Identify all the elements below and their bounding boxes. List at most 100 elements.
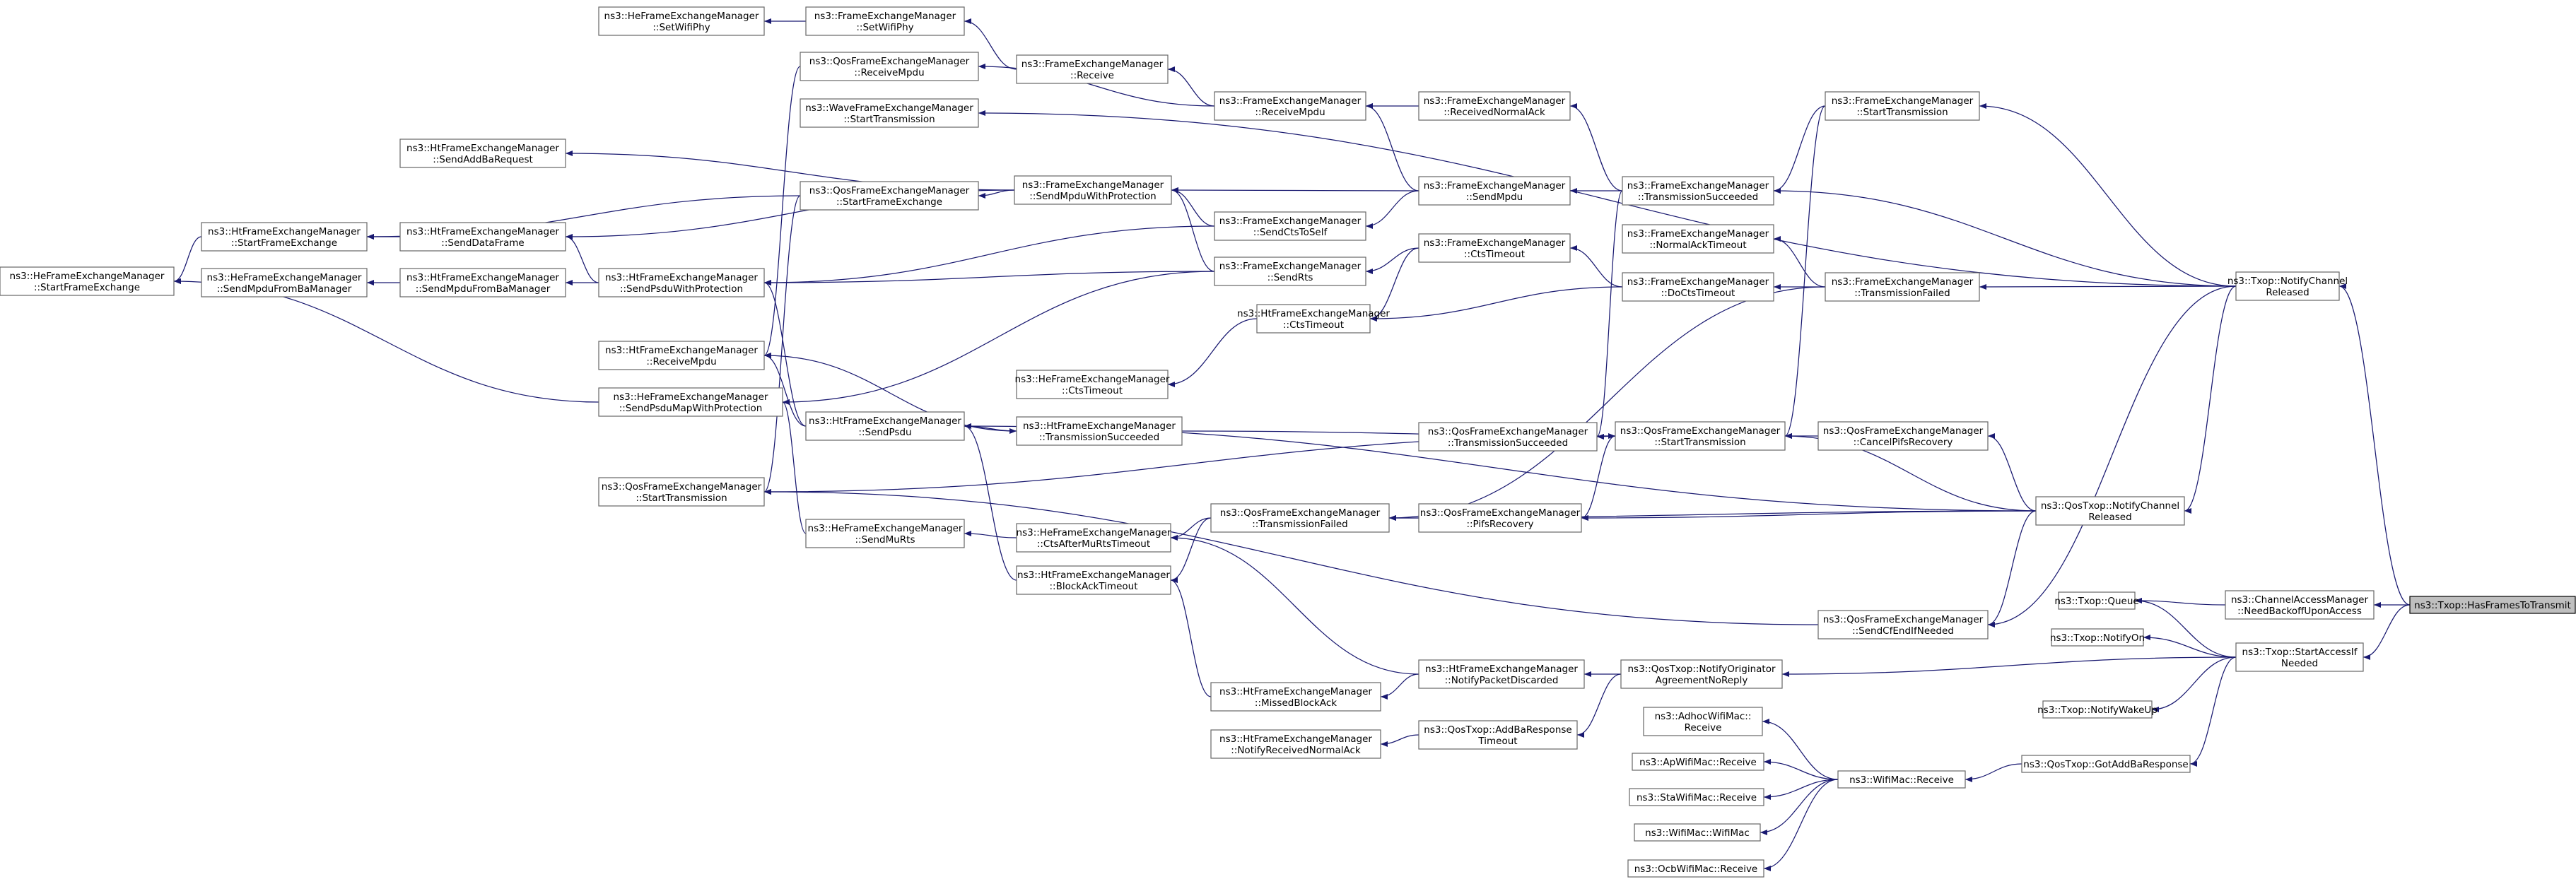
node-ht-sendaddbarequest[interactable]: ns3::HtFrameExchangeManager::SendAddBaRe… [399,139,566,168]
node-ht-notifypacketdiscarded[interactable]: ns3::HtFrameExchangeManager::NotifyPacke… [1418,659,1585,689]
edge-txop_notifychannelreleased-to-qos_sendcfendifneeded [1987,285,2237,627]
node-ht-sendpsdu[interactable]: ns3::HtFrameExchangeManager::SendPsdu [805,411,965,441]
node-qos-receivempdu[interactable]: ns3::QosFrameExchangeManager::ReceiveMpd… [800,52,979,81]
node-qos-starttx[interactable]: ns3::QosFrameExchangeManager::StartTrans… [1615,421,1786,451]
node-ocb-receive[interactable]: ns3::OcbWifiMac::Receive [1627,859,1764,878]
node-ht-startfe[interactable]: ns3::HtFrameExchangeManager::StartFrameE… [201,222,368,252]
node-txop-notifywakeup[interactable]: ns3::Txop::NotifyWakeUp [2037,700,2158,719]
node-qos-startfe[interactable]: ns3::QosFrameExchangeManager::StartFrame… [800,181,979,211]
edge-fem_sendmpdu-to-fem_sendctstoself [1365,190,1419,229]
edge-fem_sendrts-to-ht_sendpsduwithprot [763,271,1215,285]
node-label-line: ::TransmissionSucceeded [1039,432,1159,443]
node-ht-ctsaftermurtstimeout[interactable]: ns3::HeFrameExchangeManager::CtsAfterMuR… [1016,523,1171,553]
node-ht-senddataframe[interactable]: ns3::HtFrameExchangeManager::SendDataFra… [399,222,566,252]
node-wifimac-receive[interactable]: ns3::WifiMac::Receive [1837,770,1966,789]
node-he-setwifiphy[interactable]: ns3::HeFrameExchangeManager::SetWifiPhy [598,6,765,36]
node-qos-txsucceeded[interactable]: ns3::QosFrameExchangeManager::Transmissi… [1418,422,1598,452]
node-he-sendmpdufromba[interactable]: ns3::HeFrameExchangeManager::SendMpduFro… [201,268,368,297]
edge-txop_startaccessifneeded-to-txop_notifywakeup [2151,656,2237,712]
node-box [1620,659,1783,689]
node-fem-receivempdu[interactable]: ns3::FrameExchangeManager::ReceiveMpdu [1214,91,1366,121]
edge-txop_notifychannelreleased-to-wave_starttx [978,110,2237,287]
node-label-line: ns3::Txop::HasFramesToTransmit [2414,600,2571,611]
edge-ht_notifypacketdiscarded-to-ht_missedblockack [1380,673,1419,700]
node-box [1210,729,1381,759]
node-txop-notifyon[interactable]: ns3::Txop::NotifyOn [2050,628,2145,647]
edge-he_sendpsdumapwithprot-to-he_startfe [173,278,599,403]
edge-ht_notifypacketdiscarded-to-ht_ctsaftermurtstimeout [1170,535,1419,675]
node-label-line: ns3::StaWifiMac::Receive [1637,792,1757,803]
node-label-line: ns3::HtFrameExchangeManager [1219,733,1372,745]
node-qostxop-notifyoriginator[interactable]: ns3::QosTxop::NotifyOriginatorAgreementN… [1620,659,1783,689]
node-box [2225,590,2375,620]
node-he-startfe[interactable]: ns3::HeFrameExchangeManager::StartFrameE… [0,266,175,296]
node-qos-pifsrecovery[interactable]: ns3::QosFrameExchangeManager::PifsRecove… [1418,503,1582,533]
node-box [805,519,965,548]
node-label-line: ::SendMpdu [1466,191,1523,203]
node-qos-starttx-left[interactable]: ns3::QosFrameExchangeManager::StartTrans… [598,477,765,507]
node-qostxop-gotaddbaresponse[interactable]: ns3::QosTxop::GotAddBaResponse [2021,755,2191,773]
node-label-line: ::StartFrameExchange [836,196,942,208]
node-fem-receivednormalack[interactable]: ns3::FrameExchangeManager::ReceivedNorma… [1418,91,1571,121]
node-fem-sendmpduwithprot[interactable]: ns3::FrameExchangeManager::SendMpduWithP… [1014,175,1172,205]
node-ap-receive[interactable]: ns3::ApWifiMac::Receive [1632,753,1764,771]
node-box [800,98,979,128]
node-he-sendmurts[interactable]: ns3::HeFrameExchangeManager::SendMuRts [805,519,965,548]
node-fem-sendctstoself[interactable]: ns3::FrameExchangeManager::SendCtsToSelf [1214,211,1366,241]
node-txop-hasframestotransmit[interactable]: ns3::Txop::HasFramesToTransmit [2409,596,2576,614]
node-fem-normalacktimeout[interactable]: ns3::FrameExchangeManager::NormalAckTime… [1622,224,1774,254]
node-qos-cancelpifsrecovery[interactable]: ns3::QosFrameExchangeManager::CancelPifs… [1817,421,1989,451]
node-box [1622,272,1774,302]
node-label-line: ::StartTransmission [1654,437,1745,448]
node-cam-needbackoff[interactable]: ns3::ChannelAccessManager::NeedBackoffUp… [2225,590,2375,620]
node-label-line: ::NotifyReceivedNormalAck [1231,745,1361,756]
node-ht-ctstimeout[interactable]: ns3::HtFrameExchangeManager::CtsTimeout [1237,304,1390,334]
node-label-line: ns3::QosTxop::NotifyChannel [2041,500,2179,512]
node-box [1634,823,1761,842]
edge-fem_ctstimeout-to-fem_sendrts [1365,247,1419,274]
node-fem-sendrts[interactable]: ns3::FrameExchangeManager::SendRts [1214,257,1366,286]
node-fem-starttx[interactable]: ns3::FrameExchangeManager::StartTransmis… [1825,91,1980,121]
node-fem-txsucceeded[interactable]: ns3::FrameExchangeManager::TransmissionS… [1622,176,1774,206]
node-txop-queue[interactable]: ns3::Txop::Queue [2054,591,2139,610]
node-label-line: ns3::QosTxop::GotAddBaResponse [2023,759,2188,770]
edge-wifimac_receive-to-wifimac_wifimac [1760,779,1839,835]
node-ht-blockacktimeout[interactable]: ns3::HtFrameExchangeManager::BlockAckTim… [1016,565,1171,595]
node-fem-setwifiphy[interactable]: ns3::FrameExchangeManager::SetWifiPhy [805,6,965,36]
edge-txop_startaccessifneeded-to-qostxop_notifyoriginator [1781,656,2237,677]
node-he-ctstimeout[interactable]: ns3::HeFrameExchangeManager::CtsTimeout [1015,370,1170,399]
node-adhoc-receive[interactable]: ns3::AdhocWifiMac::Receive [1643,707,1763,736]
node-label-line: ::SetWifiPhy [652,22,710,33]
node-qos-txfailed[interactable]: ns3::QosFrameExchangeManager::Transmissi… [1210,503,1390,533]
node-wave-starttx[interactable]: ns3::WaveFrameExchangeManager::StartTran… [800,98,979,128]
node-ht-receivempdu[interactable]: ns3::HtFrameExchangeManager::ReceiveMpdu [598,341,765,370]
node-fem-ctstimeout[interactable]: ns3::FrameExchangeManager::CtsTimeout [1418,233,1571,263]
node-box [598,477,765,507]
edge-ht_txsucceeded-to-ht_receivempdu [763,353,1017,432]
node-label-line: ns3::Txop::NotifyOn [2050,632,2145,644]
node-label-line: Released [2266,287,2309,298]
node-box [1214,91,1366,121]
node-label-line: ns3::HtFrameExchangeManager [1219,686,1372,697]
node-fem-receive[interactable]: ns3::FrameExchangeManager::Receive [1016,54,1169,84]
node-fem-doctstimeout[interactable]: ns3::FrameExchangeManager::DoCtsTimeout [1622,272,1774,302]
edge-qostxop_addbaresponsetimeout-to-ht_notifyreceivednormalack [1380,734,1419,747]
edge-qos_starttx-to-qos_pifsrecovery [1581,435,1616,521]
node-ht-txsucceeded[interactable]: ns3::HtFrameExchangeManager::Transmissio… [1016,416,1183,446]
edge-fem_ctstimeout-to-ht_ctstimeout [1369,247,1419,322]
node-qos-sendcfendifneeded[interactable]: ns3::QosFrameExchangeManager::SendCfEndI… [1817,610,1989,640]
edge-fem_txsucceeded-to-fem_receivednormalack [1569,103,1623,191]
node-ht-sendpsduwithprot[interactable]: ns3::HtFrameExchangeManager::SendPsduWit… [598,268,765,297]
node-sta-receive[interactable]: ns3::StaWifiMac::Receive [1629,788,1764,806]
node-ht-missedblockack[interactable]: ns3::HtFrameExchangeManager::MissedBlock… [1210,682,1381,712]
node-wifimac-wifimac[interactable]: ns3::WifiMac::WifiMac [1634,823,1761,842]
node-fem-txfailed[interactable]: ns3::FrameExchangeManager::TransmissionF… [1825,272,1980,302]
node-ht-sendmpdufromba[interactable]: ns3::HtFrameExchangeManager::SendMpduFro… [399,268,566,297]
node-ht-notifyreceivednormalack[interactable]: ns3::HtFrameExchangeManager::NotifyRecei… [1210,729,1381,759]
node-he-sendpsdumapwithprot[interactable]: ns3::HeFrameExchangeManager::SendPsduMap… [598,387,783,417]
node-fem-sendmpdu[interactable]: ns3::FrameExchangeManager::SendMpdu [1418,176,1571,206]
